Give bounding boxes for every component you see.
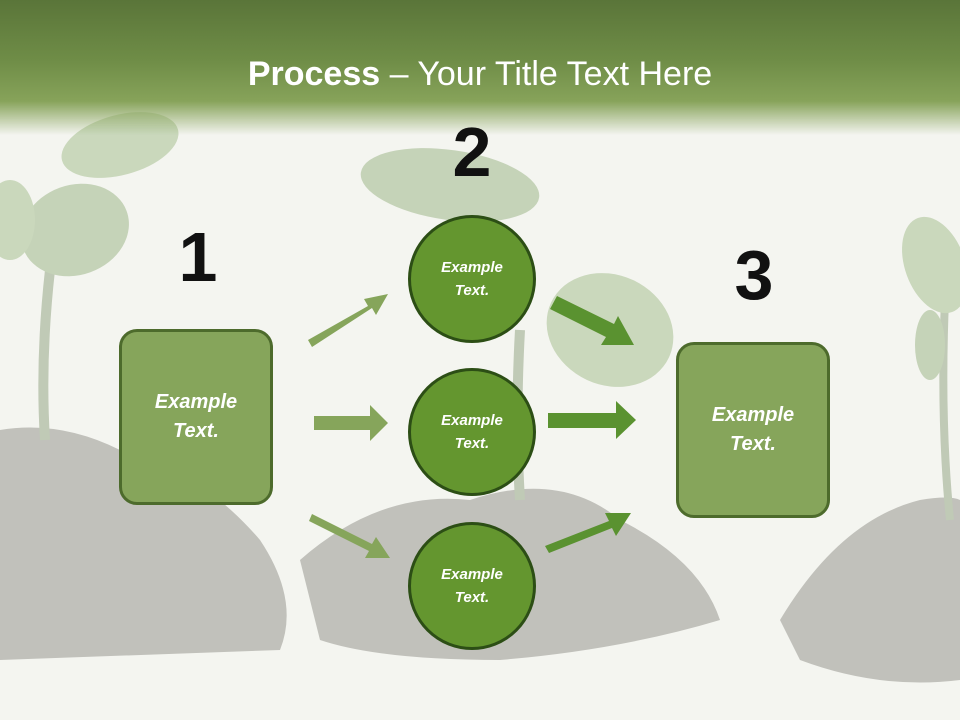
step-1-text: Example Text.	[154, 391, 238, 442]
circle-bottom-text: Example Text.	[441, 566, 503, 606]
arrow-from-top-circle	[550, 296, 634, 345]
arrow-to-top-circle	[308, 294, 388, 347]
step-number-1: 1	[178, 218, 218, 296]
circle-middle-text: Example Text.	[441, 412, 503, 452]
step-2-circle-bottom: Example Text.	[408, 522, 536, 650]
step-3-box: Example Text.	[676, 342, 830, 518]
step-2-circle-top: Example Text.	[408, 215, 536, 343]
arrow-from-bottom-circle	[545, 513, 631, 553]
title-banner	[0, 0, 960, 135]
step-2-circle-middle: Example Text.	[408, 368, 536, 496]
title-bold: Process	[247, 55, 381, 93]
title-rest: – Your Title Text Here	[380, 55, 713, 93]
circle-top-text: Example Text.	[441, 259, 503, 299]
arrow-to-middle-circle	[314, 405, 388, 441]
arrow-from-middle-circle	[548, 401, 636, 439]
step-1-box: Example Text.	[119, 329, 273, 505]
step-3-text: Example Text.	[711, 404, 795, 455]
step-number-3: 3	[734, 236, 774, 314]
slide-title: Process – Your Title Text Here	[0, 52, 960, 96]
arrow-to-bottom-circle	[309, 514, 390, 558]
step-number-2: 2	[452, 113, 492, 191]
